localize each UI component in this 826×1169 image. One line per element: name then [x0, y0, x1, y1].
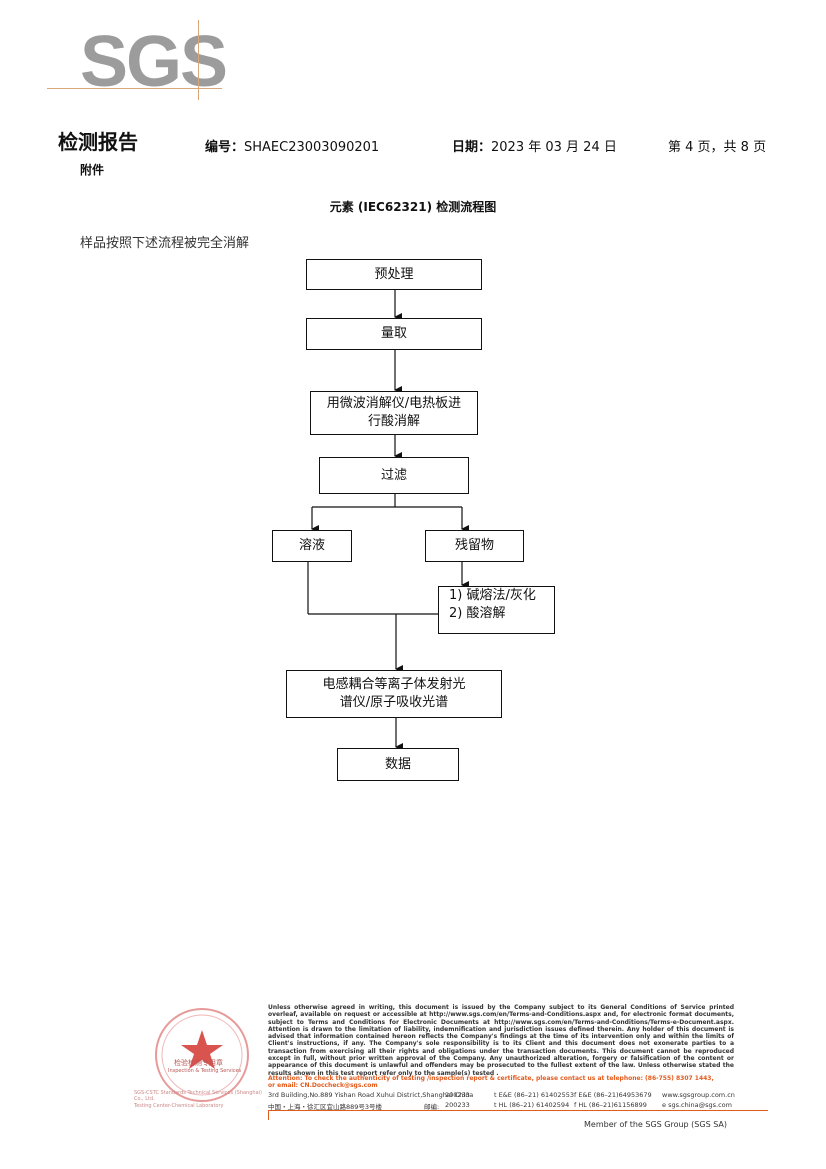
- seal-left-line-1: SGS-CSTC Standards Technical Services (S…: [134, 1090, 262, 1102]
- footer-attention: Attention: To check the authenticity of …: [268, 1075, 738, 1089]
- footer-divider: [268, 1110, 768, 1111]
- report-number: 编号：SHAEC23003090201: [205, 136, 379, 155]
- date-label: 日期：: [452, 140, 492, 155]
- logo-divider-horizontal: [47, 88, 222, 89]
- address-en: 3rd Building,No.889 Yishan Road Xuhui Di…: [268, 1091, 474, 1099]
- number-value: SHAEC23003090201: [244, 140, 380, 155]
- report-title: 检测报告: [58, 130, 138, 154]
- seal-left-line-2: Testing Center-Chemical Laboratory: [134, 1103, 224, 1109]
- web-link[interactable]: www.sgsgroup.com.cn: [662, 1091, 735, 1099]
- step-residue: 残留物: [425, 530, 524, 562]
- step-filter: 过滤: [319, 457, 469, 494]
- step-icp-aas: 电感耦合等离子体发射光 谱仪/原子吸收光谱: [286, 670, 502, 718]
- attachment-label: 附件: [80, 163, 105, 177]
- page-info: 第 4 页，共 8 页: [668, 140, 767, 155]
- step-acid-digestion: 用微波消解仪/电热板进 行酸消解: [310, 391, 478, 435]
- sgs-logo: SGS: [80, 22, 228, 102]
- date-value: 2023 年 03 月 24 日: [491, 140, 617, 155]
- inspection-seal: [155, 1008, 249, 1102]
- fax-en: f E&E (86–21)64953679: [574, 1091, 652, 1099]
- address-cn: 中国・上海・徐汇区宜山路889号3号楼: [268, 1103, 383, 1111]
- number-label: 编号：: [205, 140, 245, 155]
- step-data: 数据: [337, 748, 459, 781]
- seal-sub-text: Inspection & Testing Services: [168, 1068, 242, 1074]
- postcode-cn-label: 邮编:: [424, 1103, 440, 1111]
- seal-star-icon: [181, 1030, 223, 1069]
- postcode-cn: 200233: [445, 1101, 470, 1109]
- fax-cn: f HL (86–21)61156899: [574, 1101, 647, 1109]
- digest-line-2: 行酸消解: [367, 414, 420, 429]
- logo-divider-vertical: [198, 20, 199, 100]
- footer-disclaimer: Unless otherwise agreed in writing, this…: [268, 1004, 734, 1077]
- tel-en: t E&E (86–21) 61402553: [494, 1091, 574, 1099]
- intro-text: 样品按照下述流程被完全消解: [80, 236, 250, 251]
- icp-line-2: 谱仪/原子吸收光谱: [339, 695, 449, 710]
- step-alkali-fusion: 1) 碱熔法/灰化 2) 酸溶解: [438, 586, 555, 634]
- postcode-en: 200233: [445, 1091, 470, 1099]
- email-link[interactable]: e sgs.china@sgs.com: [662, 1101, 732, 1109]
- icp-line-1: 电感耦合等离子体发射光: [322, 677, 466, 692]
- attention-line-1: Attention: To check the authenticity of …: [268, 1075, 714, 1082]
- step-measure: 量取: [306, 318, 482, 350]
- attention-line-2: or email: CN.Doccheck@sgs.com: [268, 1082, 378, 1090]
- member-text: Member of the SGS Group (SGS SA): [584, 1120, 728, 1129]
- alkali-line-1: 1) 碱熔法/灰化: [449, 588, 536, 603]
- report-date: 日期：2023 年 03 月 24 日: [452, 136, 617, 155]
- alkali-line-2: 2) 酸溶解: [449, 606, 506, 621]
- flow-title: 元素 (IEC62321) 检测流程图: [329, 200, 497, 214]
- footer-divider-tick: [268, 1110, 269, 1120]
- seal-center-text: 检验检测专用章: [174, 1059, 223, 1067]
- digest-line-1: 用微波消解仪/电热板进: [326, 396, 462, 411]
- tel-cn: t HL (86–21) 61402594: [494, 1101, 570, 1109]
- step-pretreatment: 预处理: [306, 259, 482, 290]
- step-solution: 溶液: [272, 530, 352, 562]
